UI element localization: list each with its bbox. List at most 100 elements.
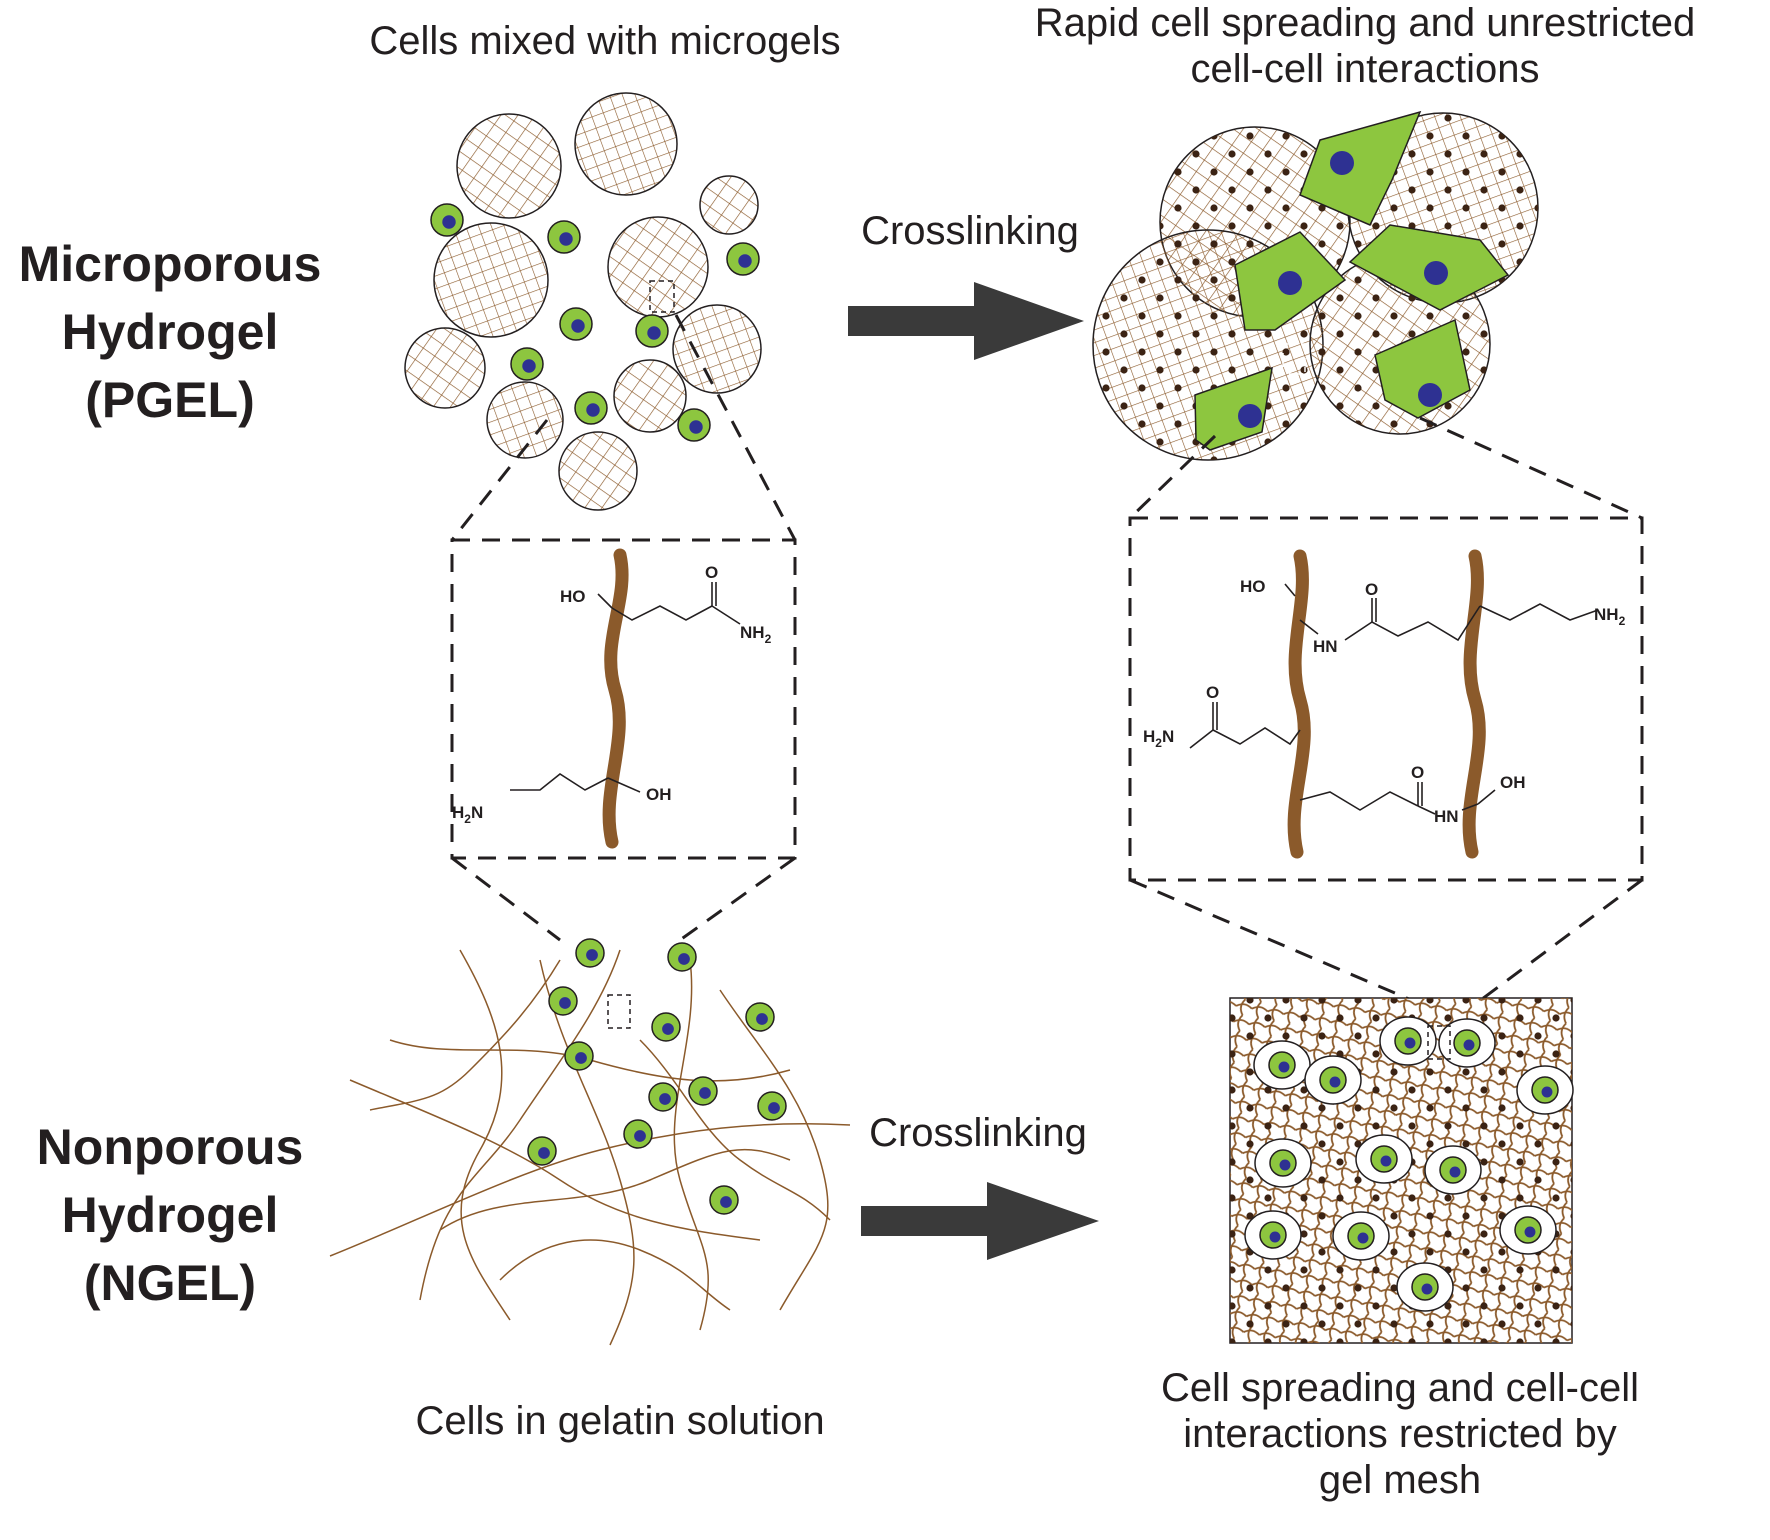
- cell-icon: [1244, 1210, 1302, 1260]
- cell-icon: [1269, 1149, 1297, 1177]
- top-left-caption: Cells mixed with microgels: [369, 19, 841, 63]
- cell-icon: [510, 347, 544, 381]
- chem-right-bonds: [1189, 583, 1599, 815]
- chem-h2n: H2N: [1143, 727, 1174, 750]
- zoom-marker: [1282, 343, 1306, 375]
- cell-icon: [1439, 1156, 1467, 1184]
- cell-icon: [559, 307, 593, 341]
- cell-icon: [1268, 1051, 1296, 1079]
- top-right-caption-line2: cell-cell interactions: [1190, 47, 1540, 91]
- cell-icon: [1299, 110, 1422, 226]
- chem-ho: HO: [560, 587, 586, 606]
- cell-icon: [1394, 1027, 1422, 1055]
- polymer-chain: [1462, 549, 1486, 859]
- cell-icon: [1411, 1273, 1439, 1301]
- cell-icon: [1379, 1016, 1437, 1066]
- chem-o: O: [705, 563, 718, 582]
- cell-icon: [574, 391, 608, 425]
- arrow-top-label: Crosslinking: [861, 209, 1079, 253]
- microgel-icon: [607, 216, 709, 318]
- polymer-chain: [1287, 549, 1311, 859]
- cell-icon: [623, 1119, 653, 1149]
- cell-icon: [1531, 1076, 1559, 1104]
- cell-icon: [548, 986, 578, 1016]
- cell-icon: [575, 938, 605, 968]
- cell-icon: [1453, 1029, 1481, 1057]
- microgel-icon: [433, 222, 549, 338]
- cell-icon: [1424, 1145, 1482, 1195]
- cells-top-left: [430, 203, 760, 442]
- cell-icon: [1438, 1018, 1496, 1068]
- chem-oh: OH: [646, 785, 672, 804]
- zoom-marker: [649, 280, 675, 313]
- spread-cells: [1194, 110, 1510, 451]
- chem-oh: OH: [1500, 773, 1526, 792]
- cell-icon: [1348, 224, 1510, 311]
- cell-icon: [648, 1082, 678, 1112]
- chem-hn: HN: [1434, 807, 1459, 826]
- cell-icon: [564, 1041, 594, 1071]
- arrow-bottom-label: Crosslinking: [869, 1111, 1087, 1155]
- top-right-caption-line1: Rapid cell spreading and unrestricted: [1034, 1, 1696, 45]
- microgel-cluster-left: [404, 92, 762, 511]
- chem-hn: HN: [1313, 637, 1338, 656]
- cell-icon: [1370, 1145, 1398, 1173]
- cell-icon: [651, 1012, 681, 1042]
- right-arrow-icon: [861, 1182, 1099, 1260]
- cells-bottom-left: [527, 938, 787, 1215]
- cell-icon: [1332, 1211, 1390, 1261]
- chem-o: O: [1206, 683, 1219, 702]
- polymer-chain: [602, 548, 629, 849]
- cell-icon: [1259, 1221, 1287, 1249]
- zoom-marker: [607, 994, 631, 1029]
- pgel-title-line2: Hydrogel: [61, 304, 279, 360]
- cell-icon: [1254, 1138, 1312, 1188]
- cell-icon: [1234, 231, 1347, 331]
- chem-h2n: H2N: [452, 803, 483, 826]
- cell-icon: [757, 1091, 787, 1121]
- cell-icon: [688, 1076, 718, 1106]
- microgel-icon: [672, 304, 762, 394]
- zoom-box-right: [1128, 516, 1644, 882]
- cell-icon: [1253, 1040, 1311, 1090]
- cell-icon: [527, 1136, 557, 1166]
- chem-nh2: NH2: [1594, 605, 1626, 628]
- chem-ho: HO: [1240, 577, 1266, 596]
- chem-o: O: [1411, 763, 1424, 782]
- ngel-title-line1: Nonporous: [36, 1119, 304, 1175]
- bottom-right-caption: Cell spreading and cell-cell interaction…: [1070, 1365, 1730, 1503]
- zoom-lines-right: [1128, 416, 1643, 1010]
- cell-icon: [1194, 366, 1273, 451]
- bottom-right-caption-line3: gel mesh: [1318, 1458, 1482, 1502]
- cell-icon: [709, 1185, 739, 1215]
- cell-icon: [1304, 1055, 1362, 1105]
- bottom-right-caption-line1: Cell spreading and cell-cell: [1160, 1366, 1640, 1410]
- pgel-title-line1: Microporous: [18, 236, 322, 292]
- ngel-title-line2: Hydrogel: [61, 1187, 279, 1243]
- right-arrow-icon: [848, 282, 1084, 360]
- ngel-title-line3: (NGEL): [83, 1255, 257, 1311]
- cell-icon: [1514, 1216, 1542, 1244]
- encapsulated-cells: [1244, 1016, 1574, 1312]
- zoom-marker: [1427, 1025, 1451, 1060]
- pgel-title-line3: (PGEL): [85, 372, 255, 428]
- zoom-lines-top-left: [450, 314, 797, 942]
- ngel-title: Nonporous Hydrogel (NGEL): [0, 1113, 340, 1317]
- cell-icon: [1319, 1066, 1347, 1094]
- chem-nh2: NH2: [740, 623, 772, 646]
- bottom-left-caption: Cells in gelatin solution: [415, 1399, 825, 1443]
- cell-icon: [726, 242, 760, 276]
- bottom-right-caption-line2: interactions restricted by: [1183, 1412, 1617, 1456]
- cell-icon: [430, 203, 464, 237]
- cell-icon: [1499, 1205, 1557, 1255]
- microgel-icon: [486, 381, 564, 459]
- microgel-icon: [613, 359, 687, 433]
- cell-icon: [1347, 1222, 1375, 1250]
- microgel-icon: [699, 175, 759, 235]
- chem-left-bonds: [510, 582, 741, 793]
- chem-o: O: [1365, 580, 1378, 599]
- cell-icon: [547, 220, 581, 254]
- cell-icon: [677, 408, 711, 442]
